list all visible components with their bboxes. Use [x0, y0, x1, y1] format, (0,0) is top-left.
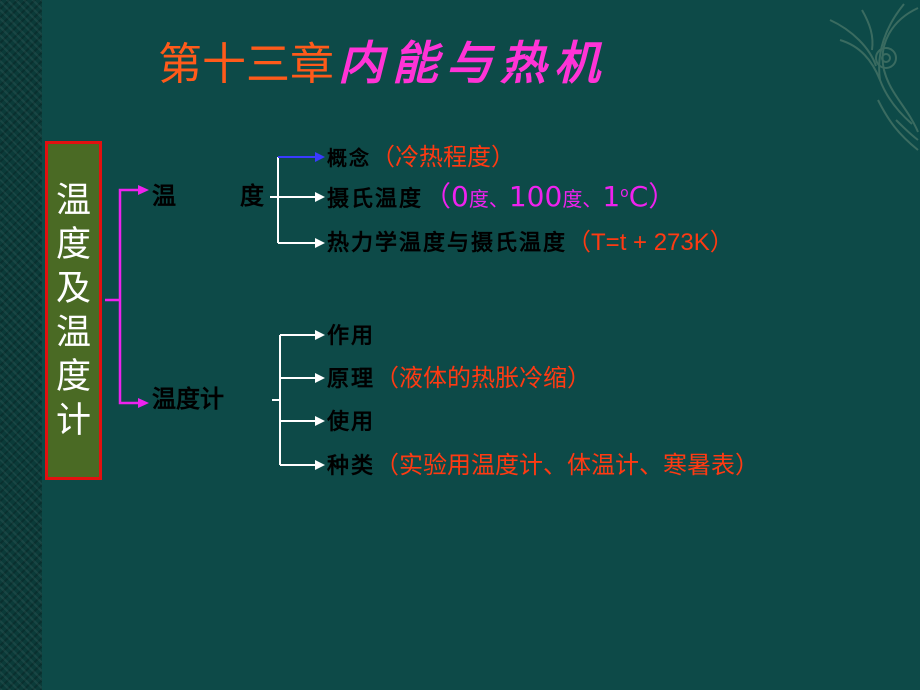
arrow-wendu [138, 185, 149, 195]
item-gainian-label: 概念 [327, 146, 371, 170]
root-node-box: 温度及温度计 [45, 141, 102, 480]
arrow-relixue [315, 238, 325, 248]
item-relixue: 热力学温度与摄氏温度（T=t + 273K） [327, 231, 734, 255]
item-yuanli-note: （液体的热胀冷缩） [375, 364, 592, 392]
chapter-topic: 内能与热机 [338, 36, 608, 90]
item-sheshi-open: （ [423, 180, 452, 213]
phoenix-ornament [829, 3, 919, 151]
arrow-shiyong [315, 416, 325, 426]
item-relixue-note: （T=t + 273K） [567, 229, 734, 256]
item-yuanli-label: 原理 [327, 367, 376, 392]
item-sheshi-du1: 度、 [468, 187, 509, 211]
item-shiyong-label: 使用 [327, 410, 376, 435]
item-sheshi-degree: o [620, 185, 629, 201]
item-shiyong: 使用 [327, 409, 375, 434]
chapter-label: 第十三章 [158, 39, 334, 90]
item-gainian: 概念（冷热程度） [327, 145, 515, 169]
item-zhonglei-label: 种类 [327, 454, 376, 479]
item-sheshi-100: 100 [508, 180, 563, 213]
item-sheshi-label: 摄氏温度 [327, 187, 424, 212]
item-relixue-label: 热力学温度与摄氏温度 [327, 231, 568, 256]
wendu-bracket [270, 157, 315, 244]
root-node-label: 温度及温度计 [55, 180, 91, 441]
slide-title: 第十三章 内能与热机 [158, 30, 608, 90]
wenduji-bracket [272, 334, 315, 466]
arrow-zuoyong [315, 330, 325, 340]
arrow-wenduji [138, 398, 149, 408]
item-zhonglei-note: （实验用温度计、体温计、寒暑表） [375, 451, 760, 479]
item-sheshi-1: 1 [602, 180, 621, 213]
item-sheshi-du2: 度、 [562, 187, 603, 211]
arrow-sheshi [315, 192, 325, 202]
branch-wendu-char1: 温 [152, 182, 176, 210]
left-decor-stripe [0, 0, 42, 690]
item-yuanli: 原理（液体的热胀冷缩） [327, 366, 591, 391]
root-bracket [105, 188, 138, 405]
item-sheshi-close: ） [648, 180, 677, 213]
branch-wendu-char2: 度 [240, 182, 264, 210]
arrow-yuanli [315, 373, 325, 383]
item-sheshi-0: 0 [451, 180, 469, 213]
item-zuoyong-label: 作用 [327, 324, 376, 349]
arrow-gainian [315, 152, 325, 162]
item-gainian-note: （冷热程度） [371, 143, 515, 171]
item-zhonglei: 种类（实验用温度计、体温计、寒暑表） [327, 453, 759, 478]
arrow-zhonglei [315, 460, 325, 470]
item-zuoyong: 作用 [327, 323, 375, 348]
item-sheshi-c: C [628, 180, 649, 213]
item-sheshi: 摄氏温度（0度、100度、1oC） [327, 183, 676, 211]
branch-wenduji-label: 温度计 [152, 385, 224, 413]
